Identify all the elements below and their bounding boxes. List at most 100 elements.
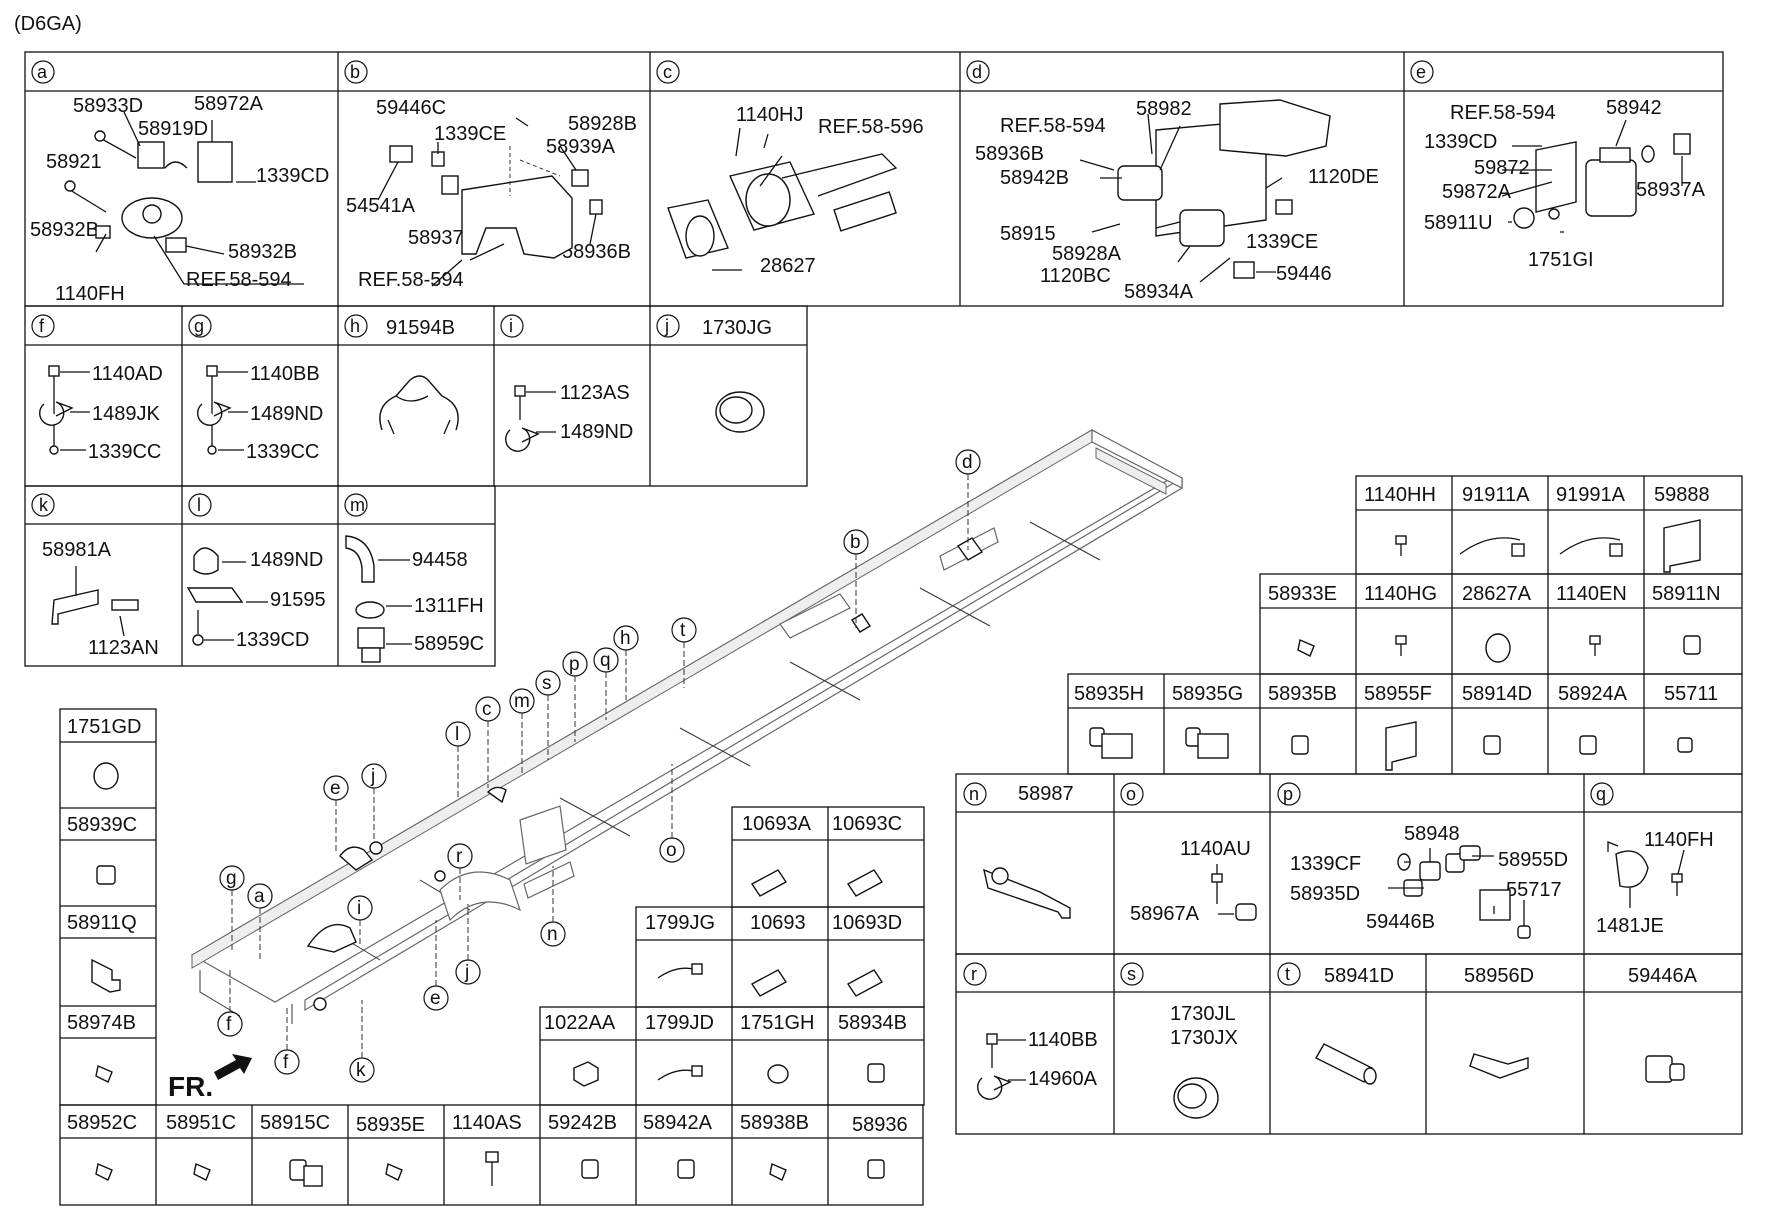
part-label: 1799JD	[645, 1012, 714, 1034]
clip-icon	[505, 385, 556, 452]
section-letter: t	[1285, 964, 1290, 984]
part-label: 1022AA	[544, 1012, 616, 1034]
part-label: 1311FH	[414, 595, 484, 617]
part-label: 14960A	[1028, 1068, 1098, 1090]
part-label: 58981A	[42, 539, 112, 561]
part-label: 28627A	[1462, 583, 1532, 605]
part-label: 58937	[408, 227, 464, 249]
part-label: 1140HH	[1364, 484, 1436, 506]
part-label: 1339CF	[1290, 853, 1361, 875]
fitting-icon	[1297, 639, 1315, 657]
part-label: 1123AN	[88, 637, 159, 659]
part-label: 58914D	[1462, 683, 1532, 705]
part-label: 1140FH	[1644, 829, 1714, 851]
sleeve-icon	[750, 969, 788, 997]
engine-code: (D6GA)	[14, 13, 82, 35]
callout: g	[226, 868, 237, 889]
part-label: 1140BB	[250, 363, 320, 385]
section-l: l 1489ND 91595 1339CD	[186, 493, 326, 651]
part-label: 1339CE	[434, 123, 506, 145]
part-label: 91991A	[1556, 484, 1626, 506]
callout: n	[547, 924, 558, 945]
part-label: 58911Q	[67, 912, 137, 934]
part-label: 58934B	[838, 1012, 907, 1034]
part-label: 10693D	[832, 912, 902, 934]
plug-icon	[581, 1159, 599, 1179]
part-label: 59446B	[1366, 911, 1435, 933]
tie-icon	[1459, 537, 1521, 555]
part-label: 58952C	[67, 1112, 137, 1134]
front-indicator: FR.	[168, 1054, 252, 1102]
part-label: 58911N	[1652, 583, 1721, 605]
bracket-plate-icon	[1663, 519, 1701, 573]
tie-head-icon	[1609, 543, 1623, 557]
callout: j	[464, 962, 469, 983]
top-row-grid	[24, 51, 1724, 307]
part-label: 58934A	[1124, 281, 1194, 303]
bracket-icon	[983, 867, 1071, 919]
callout: h	[620, 628, 631, 649]
callout: j	[370, 766, 375, 787]
part-label: 58939C	[67, 814, 137, 836]
fitting-icon	[95, 1163, 113, 1181]
part-label: 1339CD	[256, 165, 329, 187]
grommet-icon	[1173, 1077, 1219, 1119]
fitting-icon	[385, 1163, 403, 1181]
part-label: 1489JK	[92, 403, 160, 425]
section-letter: h	[350, 316, 360, 336]
plug-icon	[1579, 735, 1597, 755]
part-label: 58932B	[30, 219, 99, 241]
part-label: 58942B	[1000, 167, 1069, 189]
callout: d	[962, 452, 973, 473]
fitting-icon	[769, 1163, 787, 1181]
plug-icon	[1483, 735, 1501, 755]
part-label: 58942A	[643, 1112, 713, 1134]
part-label: 58935E	[356, 1114, 425, 1136]
section-letter: j	[664, 316, 669, 336]
part-label: 1140AS	[452, 1112, 522, 1134]
tee-fitting-icon	[1645, 1055, 1685, 1083]
plug-icon	[867, 1063, 885, 1083]
callout: i	[357, 898, 361, 919]
section-letter: o	[1126, 784, 1136, 804]
callout: r	[456, 846, 463, 867]
part-label: 1140HG	[1364, 583, 1437, 605]
part-label: 58948	[1404, 823, 1460, 845]
callout: q	[600, 650, 611, 671]
sleeve-icon	[750, 869, 788, 897]
section-o: o 1140AU 58967A	[1120, 782, 1257, 925]
rst-grid	[955, 953, 1743, 1135]
part-label: 1120BC	[1040, 265, 1111, 287]
section-b: b 59446C 1339CE 58928B 58939A 54541A 589…	[344, 60, 637, 291]
part-label: 1339CD	[236, 629, 309, 651]
part-label: 1339CD	[1424, 131, 1497, 153]
section-g: g 1140BB 1489ND 1339CC	[188, 314, 323, 463]
bottom-row-grid: 58952C 58951C 58915C 58935E 1140AS 59242…	[59, 1104, 924, 1206]
part-label: 58972A	[194, 93, 264, 115]
part-label: 91911A	[1462, 484, 1530, 506]
section-i: i 1123AS 1489ND	[500, 314, 633, 452]
fitting-icon	[95, 1065, 113, 1083]
callout: a	[254, 886, 265, 907]
section-f: f 1140AD 1489JK 1339CC	[31, 314, 163, 463]
part-label: 1489ND	[250, 403, 323, 425]
part-label: 1481JE	[1596, 915, 1664, 937]
front-arrow-icon	[214, 1054, 252, 1080]
valve-assembly-icon	[64, 111, 304, 285]
part-label: 91595	[270, 589, 326, 611]
chassis-frame	[190, 429, 1183, 1024]
bracket-plate-icon	[1385, 721, 1417, 771]
part-label: 58932B	[228, 241, 297, 263]
part-label: 58928B	[568, 113, 637, 135]
part-label: 1730JG	[702, 317, 772, 339]
bracket-icon	[51, 566, 139, 637]
section-s: s 1730JL 1730JX	[1120, 962, 1238, 1119]
callout: e	[330, 778, 341, 799]
part-label: 1339CE	[1246, 231, 1318, 253]
callout: t	[680, 620, 686, 641]
washer-icon	[767, 1064, 789, 1084]
exhaust-brake-icon	[667, 127, 898, 271]
callout: o	[666, 840, 677, 861]
callout: c	[482, 699, 492, 720]
